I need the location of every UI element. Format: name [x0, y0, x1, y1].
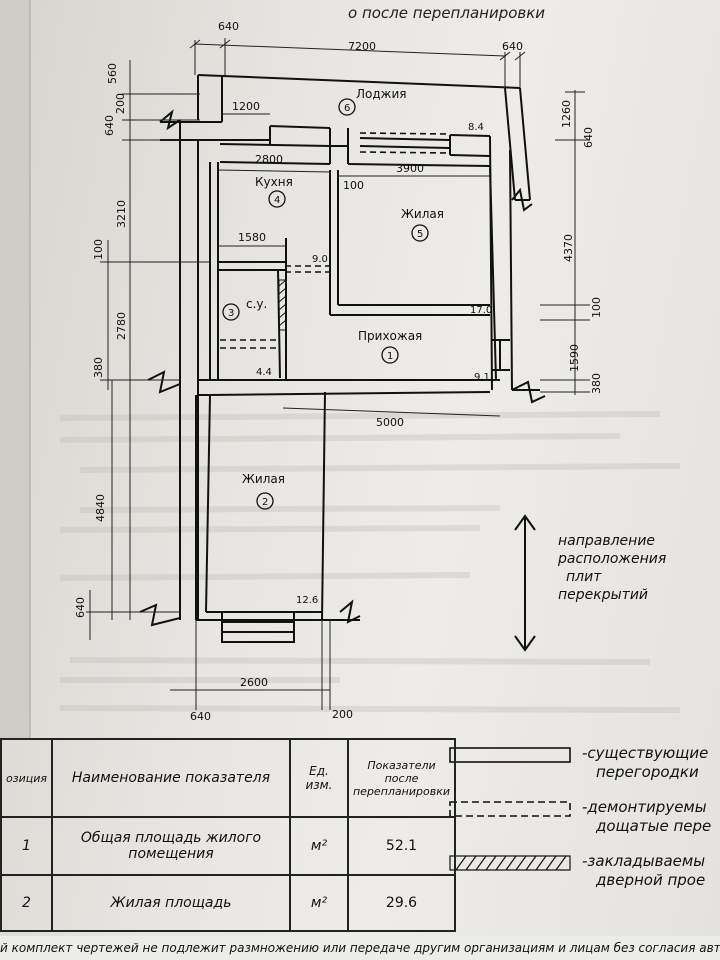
direction-arrow-icon [514, 514, 536, 652]
walls [139, 74, 546, 643]
demolished-partitions [220, 132, 451, 349]
row1-unit: м² [288, 816, 349, 876]
dim-100-left: 100 [92, 239, 105, 260]
dim-200-bottom: 200 [332, 708, 353, 721]
dim-380-right: 380 [590, 373, 603, 394]
row1-value: 52.1 [346, 816, 457, 876]
dim-100-right: 100 [590, 297, 603, 318]
row2-name: Жилая площадь [50, 874, 291, 932]
legend-demolished: -демонтируемы дощатые пере [582, 798, 711, 836]
dim-100-mid: 100 [343, 179, 364, 192]
direction-line-2: расположения [558, 551, 667, 567]
direction-line-4: перекрытий [558, 587, 649, 603]
area-mark-12-6: 12.6 [296, 595, 318, 606]
dim-2600: 2600 [240, 676, 268, 689]
dim-640-top: 640 [218, 20, 239, 33]
binding-shadow [0, 0, 30, 740]
room-kitchen-label: Кухня [255, 175, 293, 189]
legend-demolished-line1: -демонтируемы [582, 798, 707, 816]
room-hall-label: Прихожая [358, 329, 422, 343]
dim-7200: 7200 [348, 40, 376, 53]
dim-1200: 1200 [232, 100, 260, 113]
legend-bricked-line2: дверной прое [596, 871, 706, 889]
legend-demolished-line2: дощатые пере [596, 817, 712, 835]
room-loggia-label: Лоджия [356, 87, 407, 101]
row2-pos: 2 [0, 874, 53, 932]
room-loggia-number: 6 [344, 103, 350, 114]
area-mark-9-0: 9.0 [312, 254, 328, 265]
header-value: Показатели после перепланировки [346, 738, 457, 818]
legend-bricked-line1: -закладываемы [582, 852, 706, 870]
direction-line-3: плит [566, 569, 602, 585]
bricked-openings [278, 279, 287, 331]
dim-1260: 1260 [560, 100, 573, 128]
row1-pos: 1 [0, 816, 53, 876]
row1-name: Общая площадь жилого помещения [50, 816, 291, 876]
dim-640-left: 640 [103, 115, 116, 136]
dimension-lines [86, 38, 590, 710]
area-mark-8-4: 8.4 [468, 122, 484, 133]
direction-line-1: направление [558, 533, 656, 549]
dim-640-right2: 640 [582, 127, 595, 148]
area-mark-17-0: 17.0 [470, 305, 492, 316]
header-name: Наименование показателя [50, 738, 291, 818]
legend-existing: -существующие перегородки [582, 744, 708, 782]
area-mark-9-1: 9.1 [474, 372, 490, 383]
legend-bricked-swatch [449, 855, 571, 871]
dim-4370: 4370 [562, 234, 575, 262]
copyright-footer: й комплект чертежей не подлежит размноже… [0, 936, 720, 960]
room-hall-number: 1 [387, 351, 393, 362]
legend-bricked: -закладываемы дверной прое [582, 852, 705, 890]
room-bath-label: с.у. [246, 297, 267, 311]
header-position: озиция [0, 738, 53, 818]
area-mark-4-4: 4.4 [256, 367, 272, 378]
room-living2-number: 2 [262, 497, 268, 508]
dim-640-bottom-left: 640 [74, 597, 87, 618]
dim-200-left: 200 [114, 93, 127, 114]
room-bath-number: 3 [228, 308, 234, 319]
dim-1580: 1580 [238, 231, 266, 244]
dim-2800: 2800 [255, 153, 283, 166]
legend-existing-line1: -существующие [582, 744, 709, 762]
room-living2-label: Жилая [242, 472, 285, 486]
row2-unit: м² [288, 874, 349, 932]
row2-value: 29.6 [346, 874, 457, 932]
dim-380-left: 380 [92, 357, 105, 378]
dim-3210: 3210 [115, 200, 128, 228]
room-living5-label: Жилая [401, 207, 444, 221]
dim-640-bottom: 640 [190, 710, 211, 723]
indicators-table: озиция Наименование показателя Ед. изм. … [0, 738, 457, 932]
legend-demolished-swatch [449, 801, 571, 817]
legend-existing-swatch [449, 747, 571, 763]
dim-4840: 4840 [94, 494, 107, 522]
legend-existing-line2: перегородки [596, 763, 699, 781]
room-circles [222, 98, 429, 510]
sheet-caption: о после перепланировки [348, 4, 545, 22]
room-living5-number: 5 [417, 229, 423, 240]
dim-3900: 3900 [396, 162, 424, 175]
dim-640-right: 640 [502, 40, 523, 53]
direction-note: направление расположения плит перекрытий [558, 532, 666, 604]
dim-5000: 5000 [376, 416, 404, 429]
dim-2780: 2780 [115, 312, 128, 340]
dim-560: 560 [106, 63, 119, 84]
dim-1590: 1590 [568, 344, 581, 372]
room-kitchen-number: 4 [274, 195, 280, 206]
header-unit: Ед. изм. [288, 738, 349, 818]
